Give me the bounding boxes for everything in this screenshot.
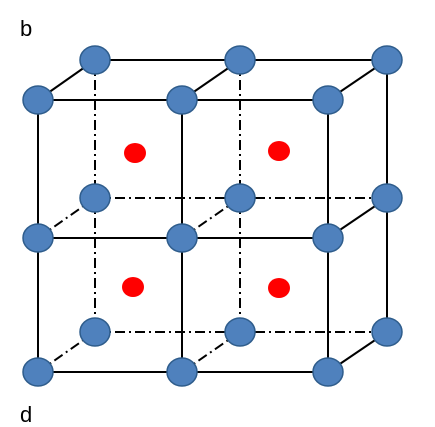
blue-atom — [166, 85, 198, 115]
next-panel-label-fragment: d — [20, 402, 33, 427]
panel-label: b — [20, 16, 33, 41]
blue-atom — [79, 45, 111, 75]
red-atom — [268, 141, 290, 161]
blue-atom — [79, 183, 111, 213]
blue-atom — [312, 85, 344, 115]
blue-atom — [22, 357, 54, 387]
red-atom — [122, 277, 144, 297]
blue-atom — [224, 317, 256, 347]
hidden-edge — [181, 331, 241, 373]
blue-atom — [224, 183, 256, 213]
red-atom — [268, 278, 290, 298]
red-atoms — [122, 141, 290, 298]
hidden-edge — [181, 197, 241, 239]
blue-atom — [371, 183, 403, 213]
blue-atom — [22, 223, 54, 253]
blue-atom — [79, 317, 111, 347]
crystal-lattice-diagram — [22, 45, 403, 387]
blue-atom — [312, 357, 344, 387]
blue-atom — [312, 223, 344, 253]
blue-atom — [371, 45, 403, 75]
hidden-edge — [37, 197, 96, 239]
blue-atom — [166, 357, 198, 387]
red-atom — [124, 143, 146, 163]
blue-atom — [371, 317, 403, 347]
blue-atom — [224, 45, 256, 75]
hidden-edge — [37, 331, 96, 373]
blue-atoms — [22, 45, 403, 387]
blue-atom — [166, 223, 198, 253]
blue-atom — [22, 85, 54, 115]
